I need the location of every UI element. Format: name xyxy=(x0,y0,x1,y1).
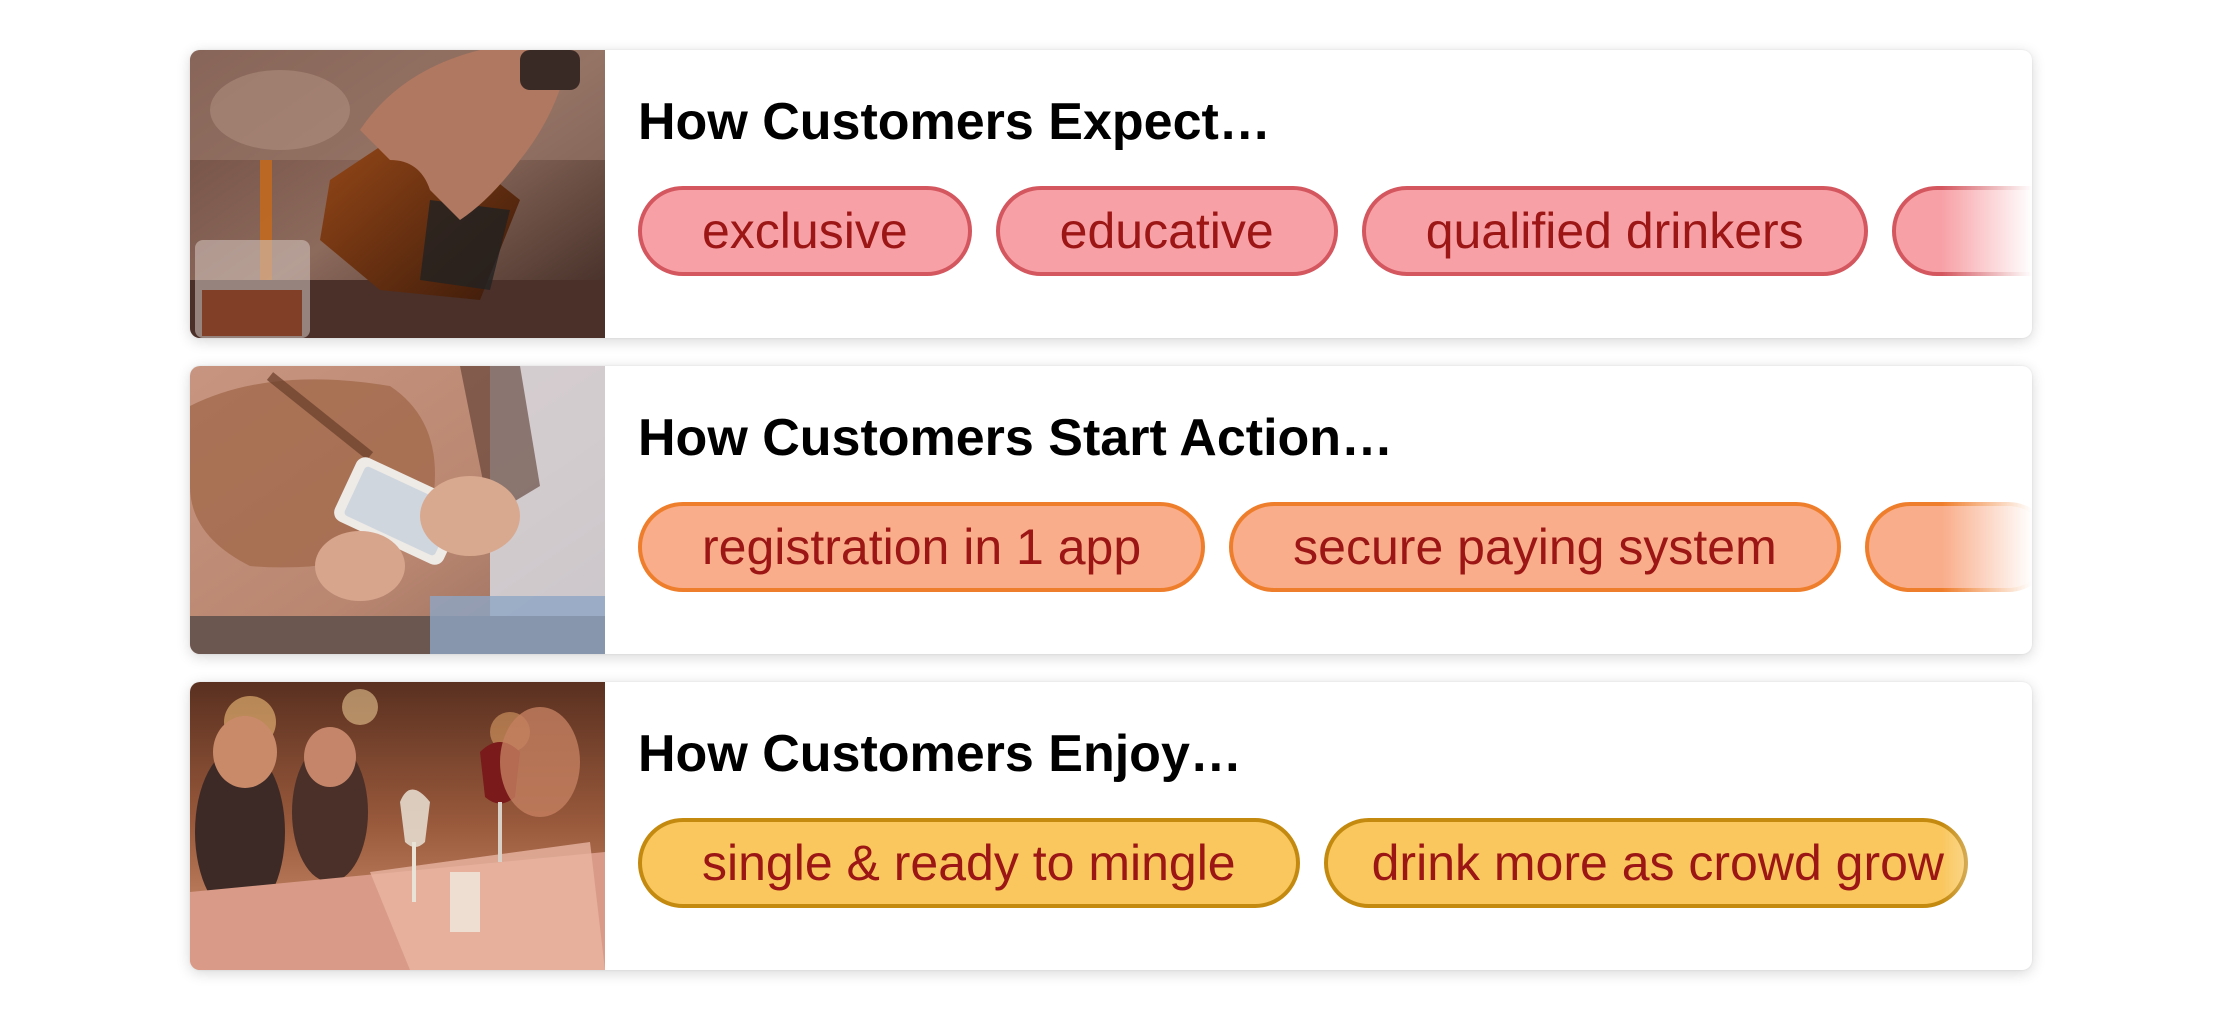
card-title: How Customers Start Action… xyxy=(638,409,1394,467)
tag-chip-overflow[interactable] xyxy=(1891,186,2032,276)
enjoy-card-content: How Customers Enjoy… single & ready to m… xyxy=(638,682,2032,970)
tag-list: registration in 1 app secure paying syst… xyxy=(638,502,2032,592)
tag-chip[interactable]: qualified drinkers xyxy=(1361,186,1868,276)
tag-chip[interactable]: single & ready to mingle xyxy=(638,818,1300,908)
friends-wine-bar-photo xyxy=(190,682,605,970)
tag-chip[interactable]: secure paying system xyxy=(1229,502,1841,592)
tag-chip[interactable]: exclusive xyxy=(638,186,972,276)
card-title: How Customers Enjoy… xyxy=(638,725,1242,783)
tag-chip[interactable]: drink more as crowd grow xyxy=(1323,818,1969,908)
tag-list: single & ready to mingle drink more as c… xyxy=(638,818,2032,908)
tag-chip-overflow[interactable] xyxy=(1864,502,2032,592)
enjoy-card: How Customers Enjoy… single & ready to m… xyxy=(190,682,2032,970)
start-action-card: How Customers Start Action… registration… xyxy=(190,366,2032,654)
tag-chip[interactable]: registration in 1 app xyxy=(638,502,1206,592)
expect-card-content: How Customers Expect… exclusive educativ… xyxy=(638,50,2032,338)
tag-chip[interactable]: educative xyxy=(995,186,1338,276)
expect-card: How Customers Expect… exclusive educativ… xyxy=(190,50,2032,338)
start-action-card-content: How Customers Start Action… registration… xyxy=(638,366,2032,654)
whisky-pouring-photo xyxy=(190,50,605,338)
tag-list: exclusive educative qualified drinkers xyxy=(638,186,2032,276)
phone-in-hands-photo xyxy=(190,366,605,654)
customer-journey-cards: How Customers Expect… exclusive educativ… xyxy=(190,50,2032,998)
card-title: How Customers Expect… xyxy=(638,93,1271,151)
